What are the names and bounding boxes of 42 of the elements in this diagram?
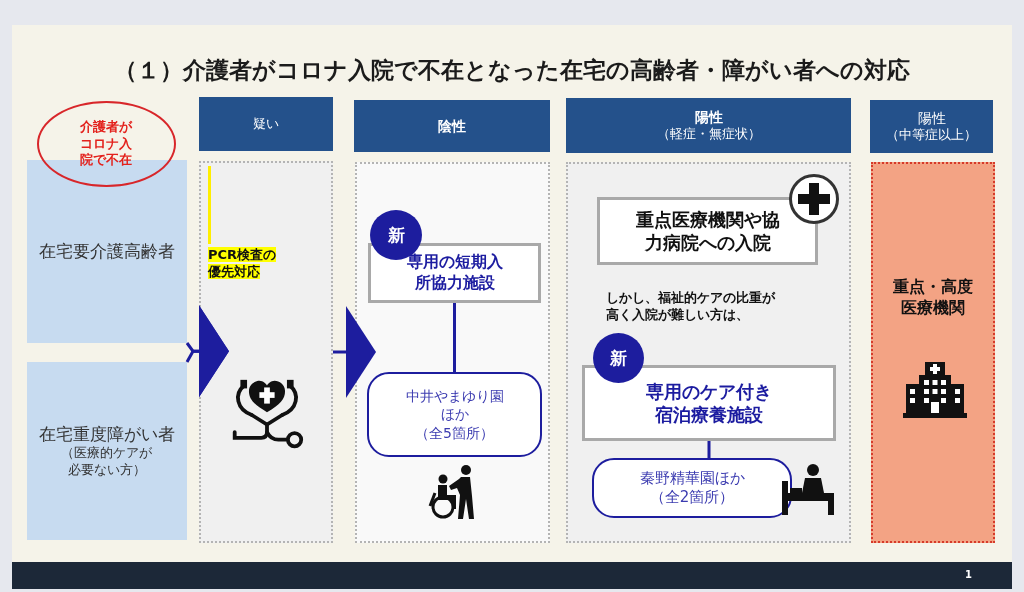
chevron-arrow xyxy=(333,306,376,398)
facility-box xyxy=(368,243,541,303)
facility-title: 重点医療機関や協力病院への入院 xyxy=(634,207,781,255)
facility-count: （全2箇所） xyxy=(649,488,735,508)
callout-text: 介護者がコロナ入院で不在 xyxy=(79,118,134,170)
header-title: 陽性 xyxy=(694,107,723,127)
facility-title: 専用の短期入所協力施設 xyxy=(405,252,504,294)
header-title: 陰性 xyxy=(438,116,466,136)
new-badge xyxy=(593,333,644,383)
connector-line xyxy=(707,441,711,458)
column-header xyxy=(566,98,851,153)
page-number: 1 xyxy=(965,569,972,581)
facility-title: 専用のケア付き宿泊療養施設 xyxy=(645,379,773,427)
column-panel xyxy=(355,162,550,543)
header-subtitle: （中等症以上） xyxy=(886,127,977,145)
column-header xyxy=(354,100,550,152)
new-label: 新 xyxy=(610,346,627,370)
column-panel xyxy=(199,161,333,543)
column-panel xyxy=(566,162,851,543)
facility-list-box xyxy=(367,372,542,457)
panel-note: しかし、福祉的ケアの比重が高く入院が難しい方は、 xyxy=(606,290,777,324)
column-panel xyxy=(871,162,995,543)
group-label: 在宅重度障がい者 xyxy=(39,423,175,446)
facility-list-box xyxy=(592,458,792,518)
header-title: 疑い xyxy=(253,115,279,133)
group-note: （医療的ケアが必要ない方） xyxy=(60,445,154,479)
panel-title: 重点・高度医療機関 xyxy=(892,277,974,319)
facility-names: 秦野精華園ほか xyxy=(639,468,745,488)
facility-names: 中井やまゆり園ほか xyxy=(404,387,505,424)
facility-box xyxy=(597,197,818,265)
group-panel xyxy=(27,362,187,540)
facility-box xyxy=(582,365,836,441)
header-subtitle: （軽症・無症状） xyxy=(656,126,761,144)
highlighted-note: PCR検査の優先対応 xyxy=(208,247,278,281)
new-label: 新 xyxy=(387,223,405,247)
header-title: 陽性 xyxy=(917,108,946,128)
connector-line xyxy=(453,303,456,372)
column-header xyxy=(199,97,333,151)
group-label: 在宅要介護高齢者 xyxy=(39,240,175,263)
slide-title: （１）介護者がコロナ入院で不在となった在宅の高齢者・障がい者への対応 xyxy=(114,56,910,85)
column-header xyxy=(870,100,993,153)
facility-count: （全5箇所） xyxy=(415,423,494,442)
